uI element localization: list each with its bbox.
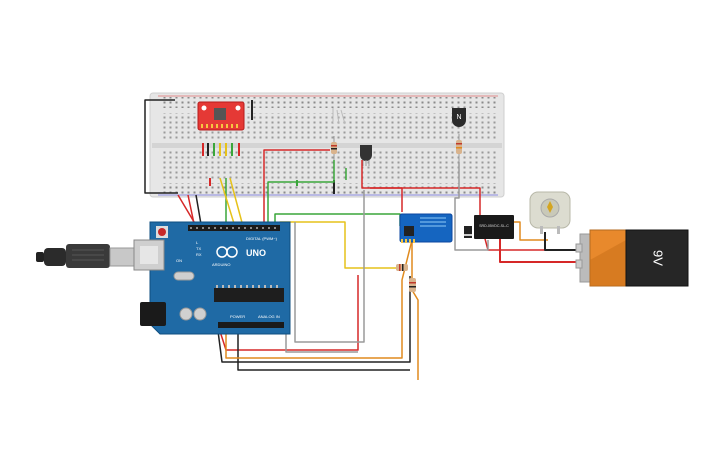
board-brand: ARDUINO xyxy=(212,262,230,267)
digital-header-label: DIGITAL (PWM~) xyxy=(246,236,278,241)
l-led-label: L xyxy=(196,240,199,245)
led-rgb[interactable] xyxy=(332,108,346,125)
wire-green-2[interactable] xyxy=(267,160,335,230)
wire-black-loop[interactable] xyxy=(144,99,178,194)
resistor-4[interactable] xyxy=(409,278,416,292)
dc-motor[interactable] xyxy=(529,191,571,234)
wire-battery-black[interactable] xyxy=(544,232,580,251)
arduino-uno[interactable]: UNO ARDUINO DIGITAL (PWM~) POWER ANALOG … xyxy=(36,221,291,335)
battery[interactable]: 9V xyxy=(575,229,689,287)
arduino-logo-icon xyxy=(216,246,238,258)
wire-battery-red[interactable] xyxy=(499,236,580,263)
transistor-label: N xyxy=(456,114,461,121)
wire-yellow-3[interactable] xyxy=(279,221,400,269)
board-model: UNO xyxy=(246,248,266,258)
resistor-1[interactable] xyxy=(331,136,337,160)
usb-plug-icon xyxy=(36,244,139,268)
relay-label: SRD-05VDC-SL-C xyxy=(479,224,509,228)
accelerometer-module[interactable] xyxy=(197,101,245,131)
resistor-2[interactable] xyxy=(456,134,462,162)
resistor-3[interactable] xyxy=(396,264,408,271)
wire-red-3[interactable] xyxy=(263,149,330,230)
rx-led-label: RX xyxy=(196,252,202,257)
on-led-label: ON xyxy=(176,258,182,263)
power-header-label: POWER xyxy=(230,314,245,319)
terminal-strip-bottom[interactable] xyxy=(160,151,496,179)
wire-gray-2[interactable] xyxy=(454,162,489,251)
wifi-module[interactable] xyxy=(399,213,453,243)
relay[interactable]: SRD-05VDC-SL-C xyxy=(474,215,514,239)
diode[interactable] xyxy=(464,226,472,238)
analog-header-label: ANALOG IN xyxy=(258,314,280,319)
bottom-power-rail[interactable] xyxy=(160,183,496,194)
wire-green-3[interactable] xyxy=(274,213,401,232)
wire-orange-2[interactable] xyxy=(411,240,419,380)
transistor[interactable]: N xyxy=(452,108,466,127)
center-channel xyxy=(152,143,502,148)
breadboard-jumpers[interactable] xyxy=(202,100,335,194)
tx-led-label: TX xyxy=(196,246,201,251)
dc-motor-icon xyxy=(547,201,553,213)
wire-gray-1[interactable] xyxy=(294,190,365,343)
battery-label: 9V xyxy=(651,250,666,266)
top-power-rail[interactable] xyxy=(160,97,496,108)
temperature-sensor[interactable] xyxy=(360,145,372,166)
